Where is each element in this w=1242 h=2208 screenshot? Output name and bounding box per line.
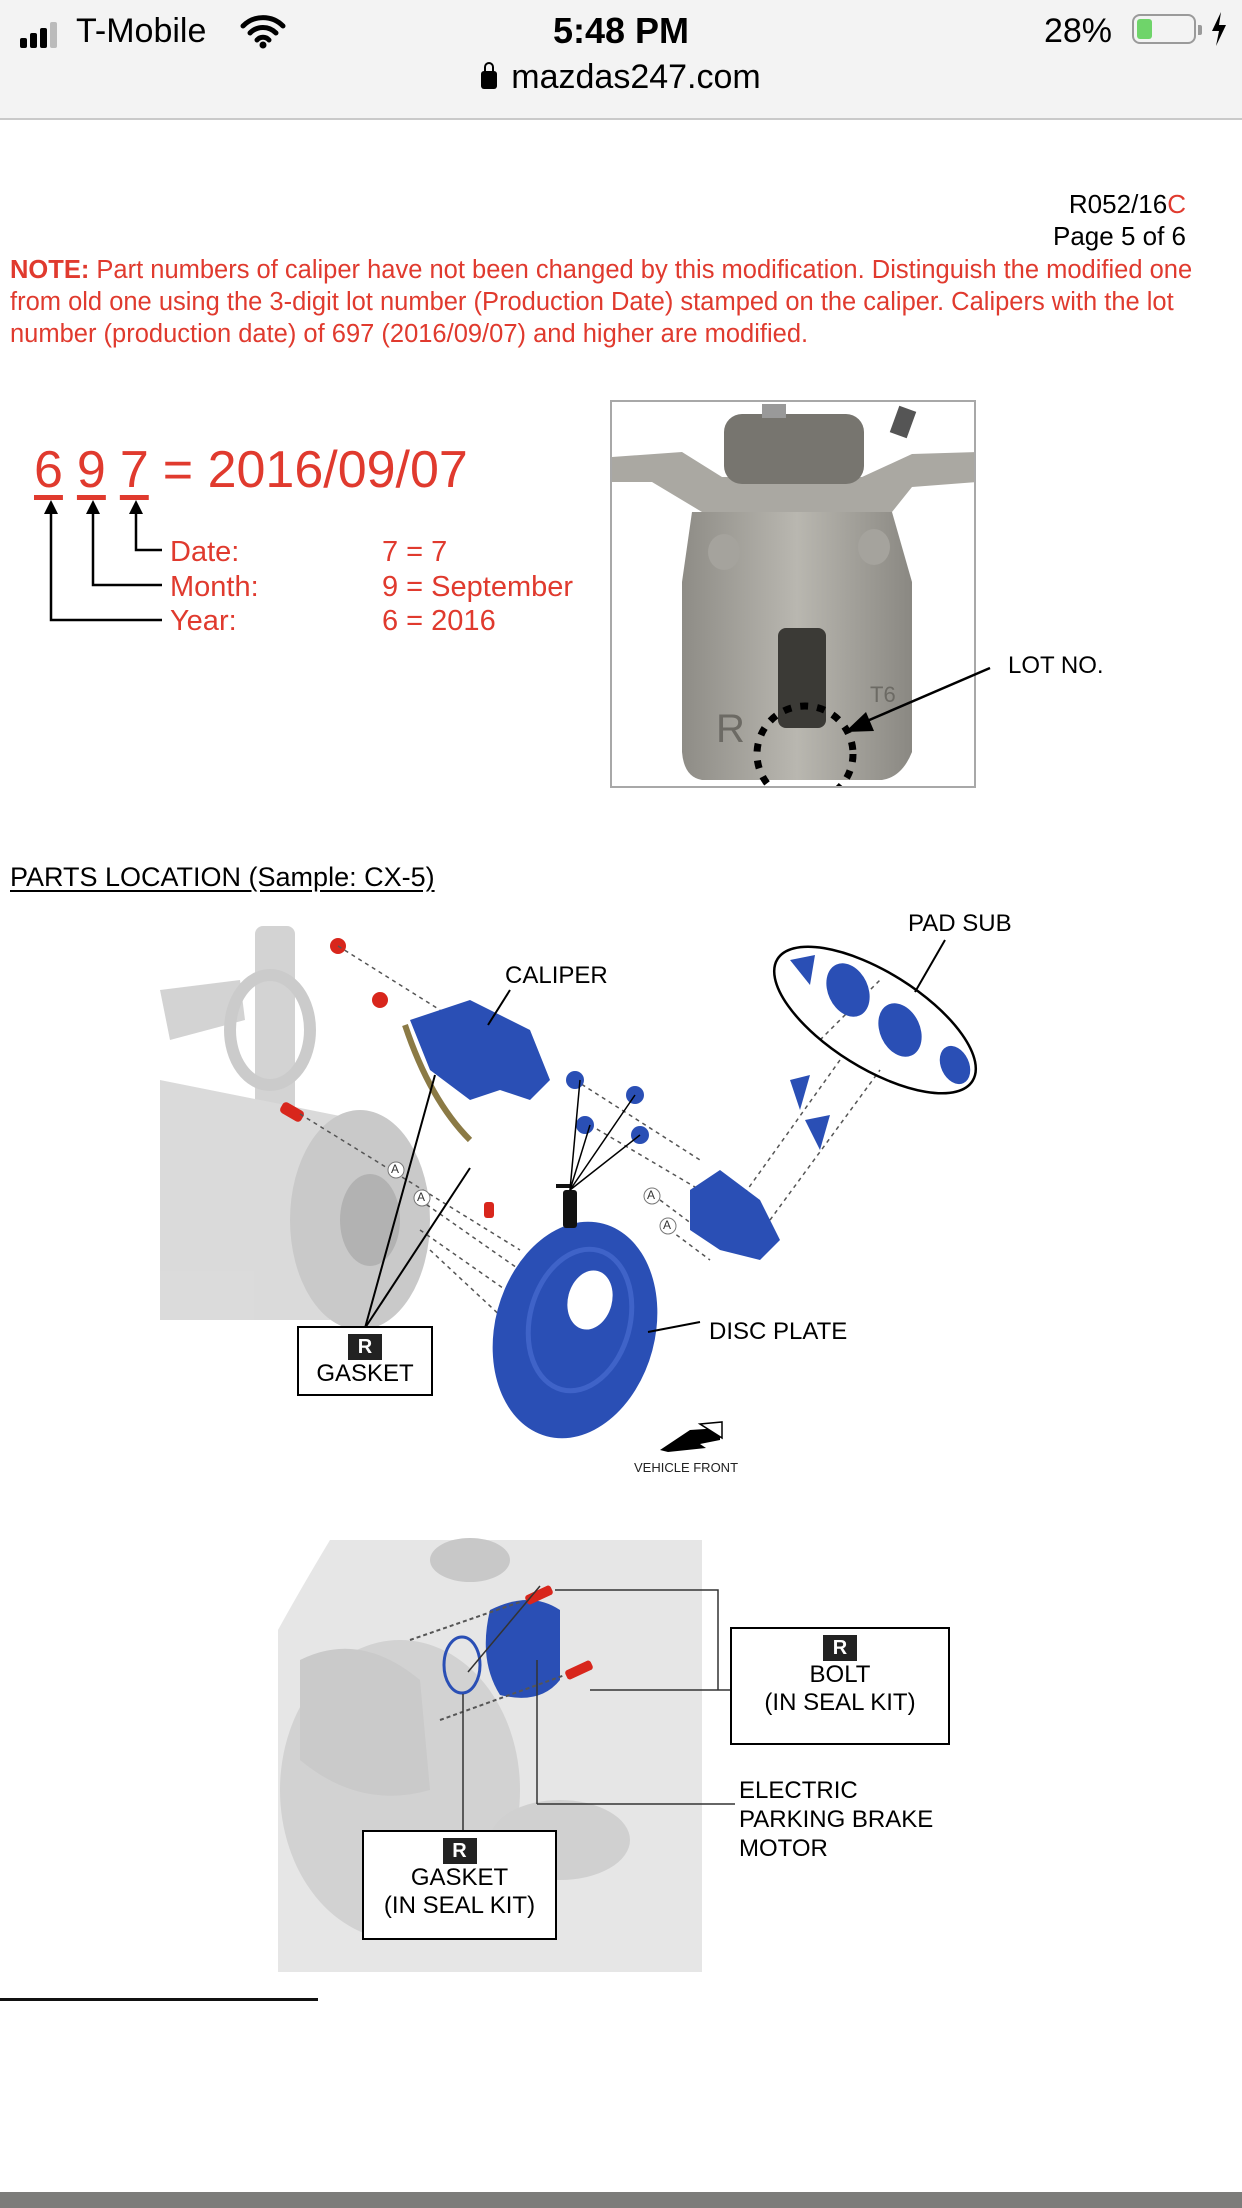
bolt-label: BOLT [809,1661,871,1688]
carrier-name: T-Mobile [76,12,207,50]
address-bar[interactable]: mazdas247.com [0,58,1242,97]
svg-text:T6: T6 [870,682,896,707]
note-label: NOTE: [10,256,90,284]
lot-no-label: LOT NO. [1008,652,1104,679]
parking-brake-motor-label: ELECTRIC PARKING BRAKE MOTOR [739,1776,933,1863]
url-text: mazdas247.com [511,58,761,96]
replace-badge: R [823,1635,857,1661]
marker-a: A [391,1162,400,1176]
wifi-icon [240,15,286,49]
gasket-label: GASKET [316,1360,414,1387]
note-paragraph: NOTE: Part numbers of caliper have not b… [10,254,1240,350]
vehicle-front-label: VEHICLE FRONT [634,1460,739,1475]
signal-icon [20,22,68,48]
lot-legend-arrows [44,500,162,622]
disc-plate-label: DISC PLATE [709,1318,848,1345]
clock: 5:48 PM [552,10,690,51]
lot-digit-date: 7 [119,441,149,499]
lot-date-label: Date: [170,536,240,568]
lock-icon [481,62,498,89]
exploded-brake-diagram [160,926,978,1452]
note-text: Part numbers of caliper have not been ch… [10,256,1193,348]
lot-month-label: Month: [170,571,259,603]
bolt-callout: R BOLT (IN SEAL KIT) [730,1627,950,1745]
motor-line-3: MOTOR [739,1835,828,1862]
page-indicator: Page 5 of 6 [1053,221,1186,251]
replace-badge: R [348,1334,382,1360]
svg-text:R: R [716,707,745,751]
lot-year-label: Year: [170,605,237,637]
doc-number: R052/16 [1068,189,1168,219]
lot-date-value: 7 = 7 [382,536,448,568]
gasket-seal-kit-callout: R GASKET (IN SEAL KIT) [362,1830,557,1940]
browser-bottom-bar [0,2192,1242,2208]
document-id: R052/16C Page 5 of 6 [1053,188,1186,252]
gasket-callout: R GASKET [297,1326,433,1396]
lot-digit-year: 6 [34,441,63,499]
status-bar: T-Mobile 5:48 PM 28% mazdas247.com [0,0,1242,120]
pad-sub-label: PAD SUB [908,910,1012,937]
parts-location-heading: PARTS LOCATION (Sample: CX-5) [10,862,435,892]
caliper-photo: R T6 [610,400,976,788]
caliper-label: CALIPER [505,962,608,989]
lot-date-equals: = 2016/09/07 [162,441,468,499]
replace-badge: R [442,1838,477,1864]
doc-revision: C [1167,189,1186,219]
marker-a: A [647,1188,656,1202]
parking-brake-diagram [278,1538,735,1972]
battery-percent: 28% [1043,12,1112,50]
marker-a: A [417,1190,426,1204]
gasket-label: GASKET [410,1864,509,1891]
motor-line-1: ELECTRIC [739,1777,858,1804]
motor-line-2: PARKING BRAKE [739,1806,934,1833]
gasket-sublabel: (IN SEAL KIT) [383,1892,536,1919]
caliper-illustration: R T6 [612,404,974,786]
charging-bolt-icon [1212,12,1226,46]
bolt-sublabel: (IN SEAL KIT) [764,1689,916,1716]
lot-digit-month: 9 [76,441,106,499]
lot-year-value: 6 = 2016 [382,605,496,637]
marker-a: A [663,1218,672,1232]
battery-icon [1132,14,1202,44]
footnote-divider [0,1998,318,2001]
lot-month-value: 9 = September [382,571,574,603]
lot-no-pointer [845,666,991,732]
